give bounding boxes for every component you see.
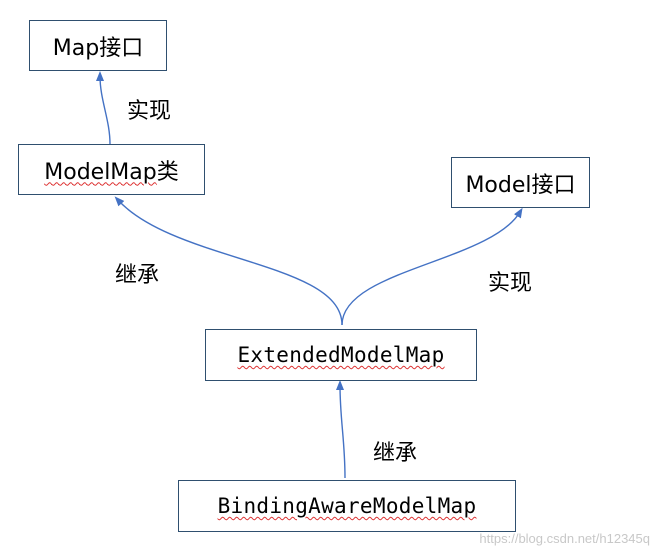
node-model-kind: 接口 — [531, 172, 576, 198]
arrow-modelmap-to-map — [96, 71, 111, 145]
arrow-extended-to-model — [341, 207, 523, 326]
edge-label-inherit-left: 继承 — [115, 263, 160, 288]
node-extended-modelmap: ExtendedModelMap — [205, 329, 477, 381]
arrow-extended-to-modelmap — [114, 196, 343, 326]
node-model-interface: Model接口 — [451, 157, 590, 208]
node-modelmap-name: ModelMap — [44, 159, 157, 185]
node-map-interface: Map接口 — [29, 20, 167, 71]
arrow-binding-to-extended — [336, 380, 346, 479]
watermark: https://blog.csdn.net/h12345q — [479, 531, 650, 546]
node-map-interface-label: Map接口 — [52, 35, 144, 61]
node-modelmap-class: ModelMap类 — [18, 144, 205, 195]
edge-label-inherit-bottom: 继承 — [373, 441, 418, 466]
edge-label-realize-top: 实现 — [127, 99, 172, 124]
edge-label-realize-right: 实现 — [488, 271, 533, 296]
node-modelmap-label: ModelMap类 — [44, 154, 179, 186]
node-binding-aware-modelmap: BindingAwareModelMap — [178, 480, 516, 532]
node-model-name: Model — [465, 172, 532, 198]
node-extended-label: ExtendedModelMap — [237, 343, 445, 367]
node-binding-label: BindingAwareModelMap — [217, 494, 477, 518]
node-model-label: Model接口 — [465, 167, 575, 199]
node-modelmap-kind: 类 — [156, 159, 179, 185]
